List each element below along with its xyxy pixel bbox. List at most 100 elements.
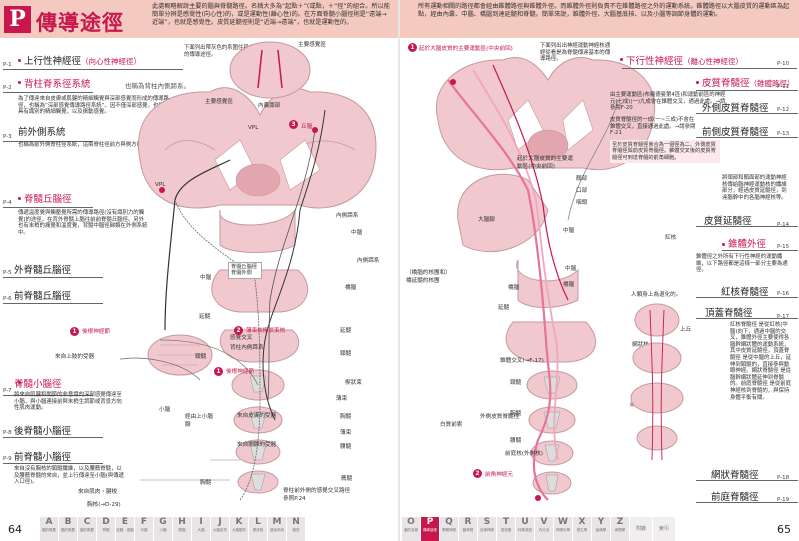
- left-tab-caption: 脊髓: [102, 528, 110, 532]
- code-p8: P-8: [3, 430, 12, 436]
- r-label-pons: 橋腦: [508, 285, 520, 291]
- r-code-p12: P-12: [777, 107, 790, 113]
- desc-p4: 傳遞溫度覺與觸壓覺所需的傳導路徑(沒有識別力的觸覺)的途徑，在背外脊髓上腦往前前…: [18, 210, 148, 236]
- left-tab-letter: B: [64, 517, 72, 527]
- left-header-text: 此處概略解說主要的腦與脊髓路徑。名稱大多為“起點＋”(或點，＋“徑”的組合。所以…: [152, 3, 390, 26]
- marker-1-label: 後根神經節: [82, 329, 110, 335]
- right-tab-letter: R: [464, 517, 472, 527]
- left-brainstem: [147, 208, 309, 494]
- label-lateral-lemniscus2: 內側蹄系: [357, 258, 380, 264]
- top-note: 下面列出帶灰色的系圍住基本的傳導途徑。: [184, 45, 255, 58]
- label-pons: 橋腦: [345, 285, 357, 291]
- gutter: [398, 0, 400, 541]
- left-tab-letter: H: [178, 517, 186, 527]
- title-p7: 脊髓小腦徑: [14, 379, 62, 390]
- right-tab-letter: W: [558, 517, 568, 527]
- r-title-p18: 網狀脊髓徑: [711, 470, 759, 481]
- label-inner-capsule: 內囊膝部: [258, 103, 281, 109]
- desc-p2: 為了傳達來自皮膚或肌腱的精細觸覺與深部感覺而形成的傳導路徑，也稱為“深部感覺傳導…: [18, 96, 175, 116]
- label-note-ref: 脊柱前外側的感覺交叉路徑參照P.24: [283, 488, 351, 502]
- r-code-p18: P-18: [777, 475, 790, 481]
- label-sacral: 薦髓: [341, 476, 353, 482]
- r-rule-p14: [696, 226, 798, 227]
- left-tab-letter: E: [121, 517, 129, 527]
- marker-1b: 1: [214, 367, 223, 376]
- right-tab-extra-1[interactable]: 索引: [653, 517, 675, 541]
- right-tab-letter: S: [483, 517, 491, 527]
- title-p9: 前脊髓小腦徑: [14, 452, 72, 463]
- label-thoracic: 胸髓: [340, 414, 352, 420]
- r-marker-1-label: 起於大腦皮質的主要運動區(中央前回): [419, 46, 513, 52]
- r-label-pyramid: 錐體交叉(→F-17): [500, 358, 544, 364]
- sub-p2: 也稱為背柱內側蹄系。: [125, 82, 190, 90]
- title-p3: 前外側系統: [18, 127, 66, 138]
- right-page-number: 65: [777, 523, 791, 536]
- r-title-p13: 前側皮質脊髓徑: [702, 127, 769, 138]
- r-title-p19: 前庭脊髓徑: [711, 492, 759, 503]
- right-tab-extra-caption: 索引: [658, 526, 669, 532]
- r-title-p11: 皮質脊髓徑（錐體路徑）: [702, 78, 795, 89]
- label-fasciculus: 薄束: [336, 396, 348, 402]
- label-main-sensory: 主要感覺區: [298, 42, 326, 48]
- r-label-forehead: 顏部: [576, 176, 588, 182]
- label-gudou: 胸核(→D-29): [87, 502, 121, 508]
- r-label-medulla: 延髓: [498, 305, 510, 311]
- right-tab-caption: 特殊感覺: [518, 528, 532, 532]
- desc-p3: 也稱為前外側脊柱徑系統，這兩脊柱徑前方與側方部分。: [18, 142, 153, 148]
- left-horizontal-section: [229, 41, 311, 99]
- rule-p9: [3, 463, 103, 464]
- right-tab-letter: U: [521, 517, 529, 527]
- title-p1: 上行性神經徑（向心性神經徑）: [24, 56, 142, 67]
- label-fasciculus2: 薄束: [340, 430, 352, 436]
- right-page: 所有運動相關的路徑都會經由錐體路徑與錐體外徑。而錐體外徑則負責不在錐體路徑之外的…: [400, 0, 799, 541]
- left-tab-letter: A: [45, 517, 53, 527]
- left-tab-caption: 大腦髓質: [232, 528, 246, 532]
- section-title: 傳導途徑: [36, 11, 124, 35]
- r-title-p12: 外側皮質脊髓徑: [702, 103, 769, 114]
- right-tab-caption: 組織學: [595, 528, 607, 532]
- title-p2: 背柱脊系徑系統: [24, 79, 91, 90]
- r-code-p16: P-16: [777, 291, 790, 297]
- right-tab-letter: V: [540, 517, 548, 527]
- r-rule-p12: [696, 113, 798, 114]
- r-rule-p10: [622, 68, 797, 69]
- right-tab-extra-caption: 附錄: [635, 526, 646, 532]
- right-tab-extra-0[interactable]: 附錄: [630, 517, 652, 541]
- r-desc-p12: 皮質脊髓徑的一成(一~三成)不會在錐體交叉，直接通過此處。→請參閱F-21: [610, 117, 696, 137]
- right-tab-caption: 神經化學: [556, 528, 570, 532]
- marker-1: 1: [70, 327, 79, 336]
- r-label-reticular: 網狀核: [632, 342, 649, 348]
- left-tab-letter: K: [235, 517, 243, 527]
- rule-p6: [3, 303, 103, 304]
- right-tab-caption: 感覺器: [500, 528, 512, 532]
- r-rule-p16: [696, 297, 798, 298]
- left-tab-letter: L: [255, 517, 261, 527]
- title-p4: 脊髓丘腦徑: [24, 194, 72, 205]
